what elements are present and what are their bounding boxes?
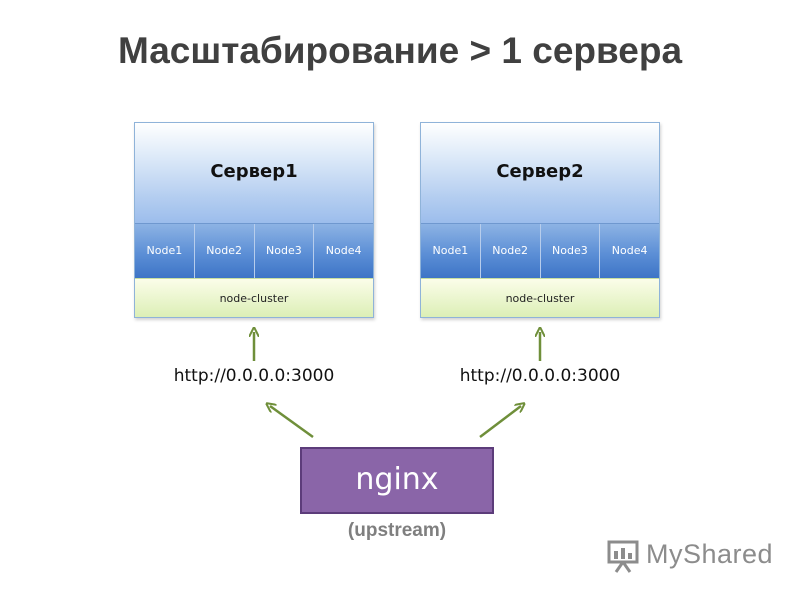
presentation-board-icon (607, 540, 639, 573)
server-2-node-1: Node1 (421, 224, 481, 278)
server-1-header: Сервер1 (135, 123, 373, 224)
arrow-nginx-to-url-1 (270, 406, 314, 439)
server-2-nodes: Node1 Node2 Node3 Node4 (421, 224, 659, 278)
watermark-logo: MyShared (606, 536, 776, 576)
slide-title: Масштабирование > 1 сервера (117, 30, 683, 71)
server-2-node-3: Node3 (540, 224, 601, 278)
watermark-text: MyShared (646, 539, 774, 569)
server-2-title: Сервер2 (496, 161, 584, 182)
arrow-nginx-to-url-2 (479, 406, 521, 438)
server-1-node-3: Node3 (254, 224, 315, 278)
server-2-box: Сервер2 Node1 Node2 Node3 Node4 node-clu… (420, 122, 660, 318)
server-1-title: Сервер1 (210, 161, 298, 182)
upstream-label: (upstream) (347, 520, 447, 541)
server-2-node-2: Node2 (480, 224, 541, 278)
server-1-node-2: Node2 (194, 224, 255, 278)
server-2-node-4: Node4 (600, 224, 659, 278)
server-1-node-1: Node1 (135, 224, 195, 278)
server-1-node-4: Node4 (314, 224, 373, 278)
server-1-box: Сервер1 Node1 Node2 Node3 Node4 node-clu… (134, 122, 374, 318)
nginx-box: nginx (300, 447, 494, 514)
server-2-url: http://0.0.0.0:3000 (459, 366, 621, 386)
server-2-node-cluster: node-cluster (421, 278, 659, 317)
server-1-node-cluster: node-cluster (135, 278, 373, 317)
server-2-header: Сервер2 (421, 123, 659, 224)
server-1-url: http://0.0.0.0:3000 (173, 366, 335, 386)
server-1-nodes: Node1 Node2 Node3 Node4 (135, 224, 373, 278)
